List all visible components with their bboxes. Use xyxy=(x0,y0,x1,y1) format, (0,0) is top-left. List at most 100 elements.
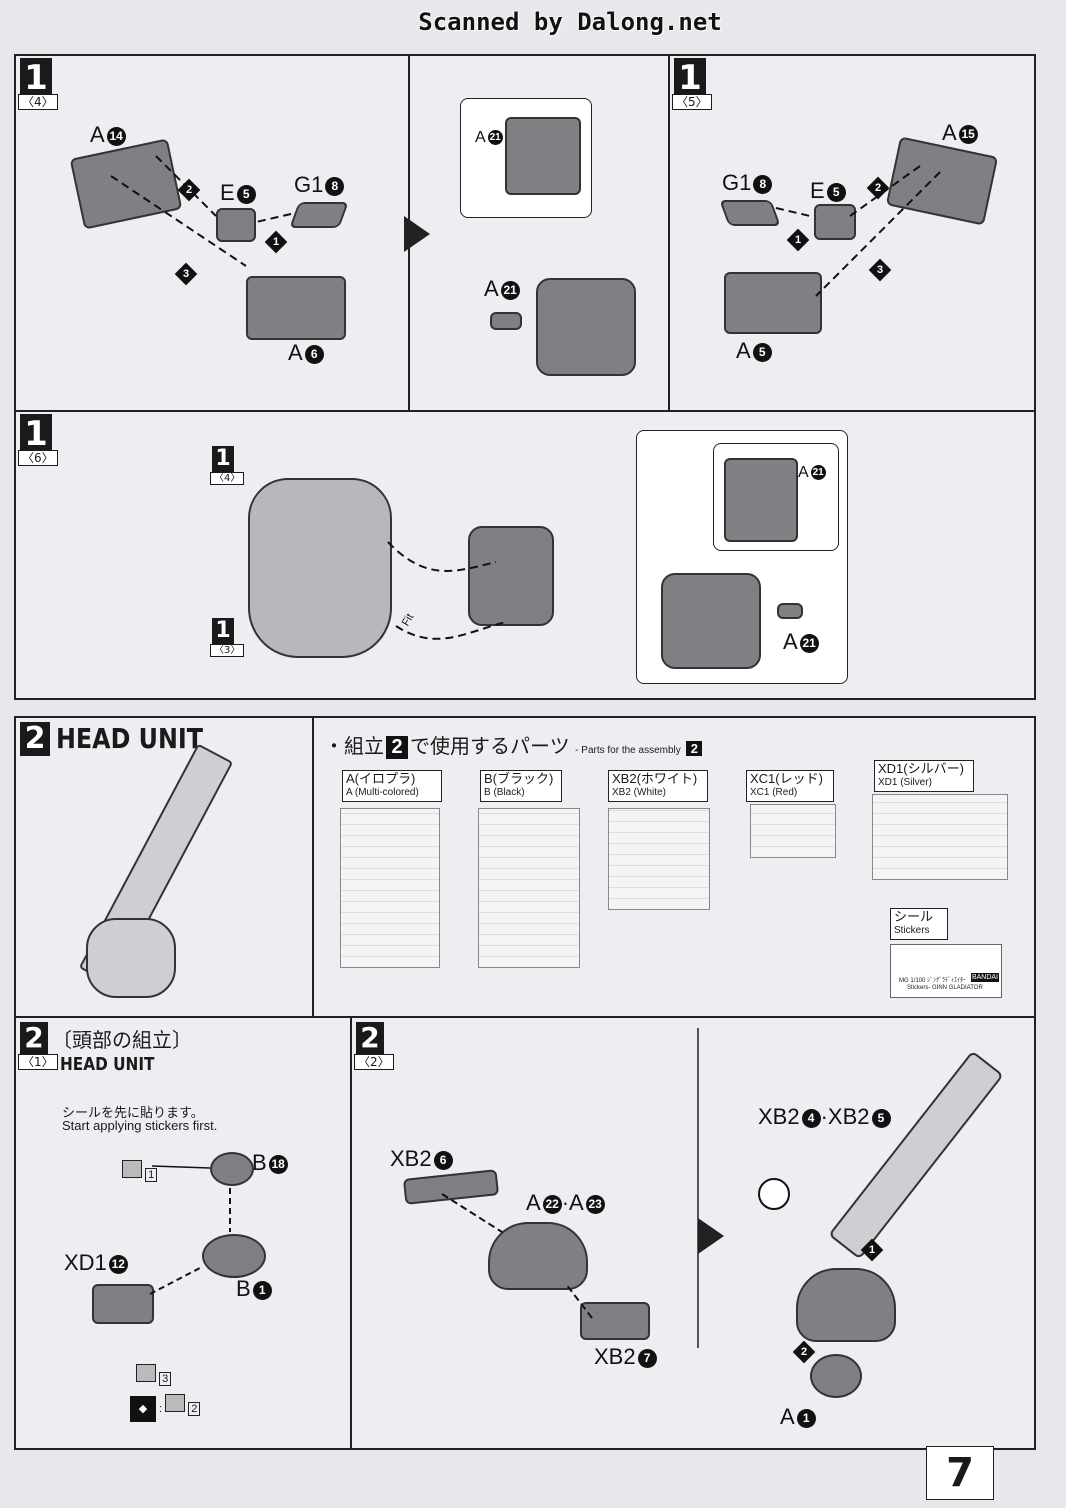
backpack-cover-part xyxy=(536,278,636,376)
step-number: 2 xyxy=(20,722,50,756)
b18-part xyxy=(210,1152,254,1186)
next-arrow xyxy=(698,1218,724,1254)
ref-step-number: 1 xyxy=(212,446,234,472)
head-part xyxy=(796,1268,896,1342)
sticker-sheet: MG 1/100 ｼﾞﾝｸﾞﾗﾃﾞｨｴｲﾀｰ Stickers- GINN GL… xyxy=(890,944,1002,998)
step-marker-1: 1 xyxy=(860,1238,884,1262)
note-jp: シールを先に貼ります。 xyxy=(62,1105,204,1120)
flip-icon: ◆ xyxy=(130,1396,156,1422)
e5-part xyxy=(814,204,856,240)
parts-heading-step: 2 xyxy=(386,736,408,759)
runner-xb2 xyxy=(608,808,710,910)
no-cut-icon xyxy=(758,1178,790,1210)
a21-small-part xyxy=(490,312,522,330)
step-number: 1 xyxy=(20,414,52,454)
assembly-arrows xyxy=(775,165,941,297)
sheet-label-xc1: XC1(レッド)XC1 (Red) xyxy=(746,770,834,802)
scan-credit: Scanned by Dalong.net xyxy=(418,8,722,36)
e5-part xyxy=(216,208,256,242)
sticker-3-ref: 3 xyxy=(136,1364,172,1386)
step-number: 2 xyxy=(356,1022,384,1054)
runner-xc1 xyxy=(750,804,836,858)
runner-xd1 xyxy=(872,794,1008,880)
next-arrow xyxy=(404,216,430,252)
substep-label: 〈2〉 xyxy=(354,1054,394,1070)
torso-assembly xyxy=(248,478,392,658)
assembly-arrows xyxy=(441,1028,699,1348)
a6-part xyxy=(246,276,346,340)
ref-substep-4: 〈4〉 xyxy=(210,472,245,485)
a21-inset-part xyxy=(505,117,581,195)
substep-label: 〈1〉 xyxy=(18,1054,58,1070)
a21-small-part xyxy=(777,603,803,619)
sheet-label-xb2: XB2(ホワイト)XB2 (White) xyxy=(608,770,708,802)
head-part xyxy=(488,1222,588,1290)
sticker-1-ref: 1 xyxy=(122,1160,158,1182)
sheet-label-b: B(ブラック)B (Black) xyxy=(480,770,562,802)
runner-a xyxy=(340,808,440,968)
sheet-label-xd1: XD1(シルバー)XD1 (Silver) xyxy=(874,760,974,792)
b1-part xyxy=(202,1234,266,1278)
substep-label: 〈4〉 xyxy=(18,94,58,110)
step-title-en: HEAD UNIT xyxy=(60,1054,155,1075)
assembly-arrows xyxy=(110,155,292,267)
ref-step-number: 1 xyxy=(212,618,234,644)
page-number: 7 xyxy=(926,1446,994,1500)
xd12-part xyxy=(92,1284,154,1324)
step2-head-panel: 2 HEAD UNIT xyxy=(14,716,314,1018)
substep-label: 〈5〉 xyxy=(672,94,712,110)
backpack-part xyxy=(468,526,554,626)
backpack-cover-part xyxy=(661,573,761,669)
step-number: 1 xyxy=(674,58,706,98)
step2-1-panel: 2 〈1〉 〔頭部の組立〕 HEAD UNIT シールを先に貼ります。 Star… xyxy=(14,1016,352,1450)
step-marker-2: 2 xyxy=(792,1340,816,1364)
step-title: HEAD UNIT xyxy=(56,722,203,755)
step-number: 2 xyxy=(20,1022,48,1054)
substep-label: 〈6〉 xyxy=(18,450,58,466)
note-en: Start applying stickers first. xyxy=(62,1118,218,1133)
sheet-label-a: A(イロプラ)A (Multi-colored) xyxy=(342,770,442,802)
assembly-arrows xyxy=(149,1165,231,1295)
step-title-jp: 〔頭部の組立〕 xyxy=(52,1030,192,1052)
head-illustration xyxy=(86,918,176,998)
ref-substep-3: 〈3〉 xyxy=(210,644,245,657)
assembly-arrows xyxy=(387,541,507,640)
step-number: 1 xyxy=(20,58,52,98)
xb27-part xyxy=(580,1302,650,1340)
runner-b xyxy=(478,808,580,968)
a21-inset-part xyxy=(724,458,798,542)
a1-part xyxy=(810,1354,862,1398)
sticker-2-ref: ◆ : 2 xyxy=(130,1394,201,1422)
